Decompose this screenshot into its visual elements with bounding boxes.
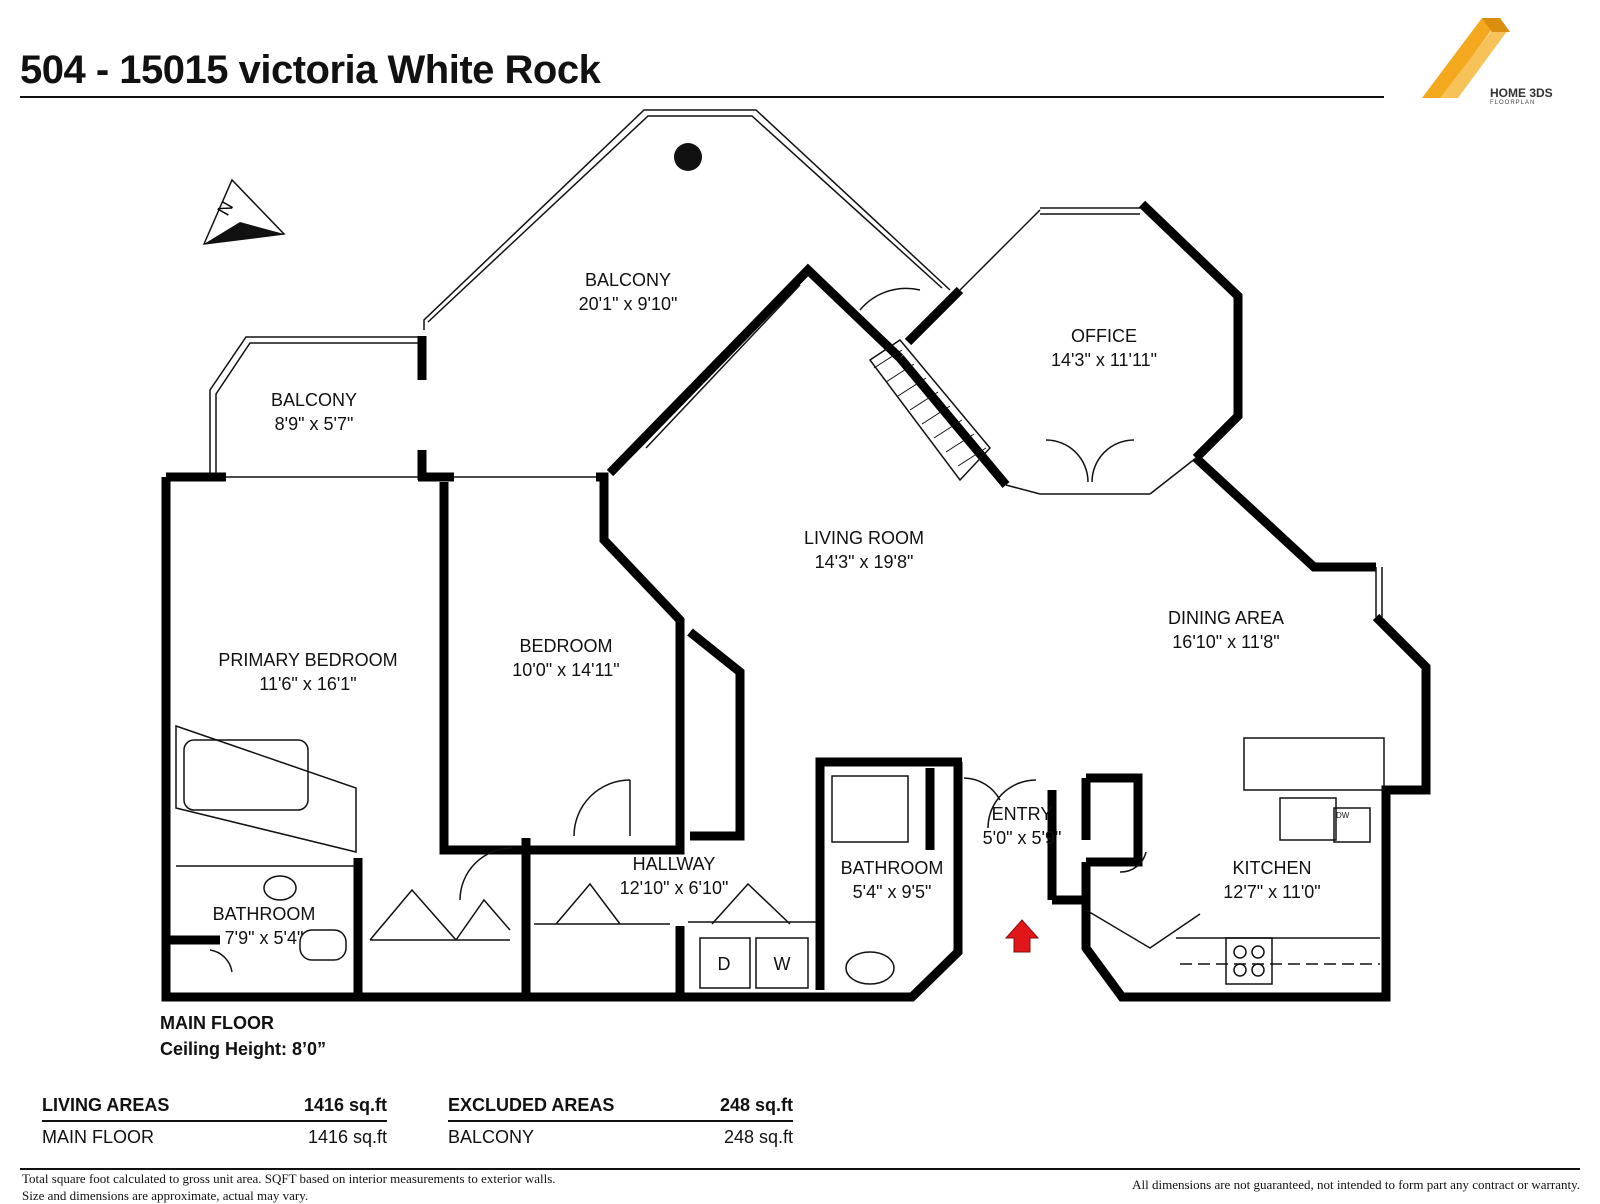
primary-bedroom-name: PRIMARY BEDROOM [218,650,397,670]
logo-subtext: FLOORPLAN [1490,100,1536,106]
footer-divider [20,1168,1580,1170]
walls [161,200,1431,1002]
office-name: OFFICE [1071,326,1137,346]
living-row-value: 1416 sq.ft [307,1126,387,1147]
bathroom-1-dims: 5'4" x 9'5" [853,882,932,902]
excluded-row-label: BALCONY [448,1126,535,1147]
excluded-areas-header: EXCLUDED AREAS [448,1094,615,1115]
logo-text: HOME 3DS [1490,86,1553,100]
floor-name: MAIN FLOOR [160,1013,274,1033]
door-swings [209,287,1147,973]
hallway-name: HALLWAY [633,854,716,874]
fixture-dot [674,143,702,171]
fireplace-hatch [873,349,987,467]
primary-bedroom-dims: 11'6" x 16'1" [259,674,356,694]
excluded-areas-header-row: EXCLUDED AREAS 248 sq.ft [448,1090,793,1122]
dishwasher-label: DW [1336,811,1350,820]
disclaimer-left-line2: Size and dimensions are approximate, act… [22,1188,309,1203]
office-dims: 14'3" x 11'11" [1051,350,1157,370]
living-areas-header-row: LIVING AREAS 1416 sq.ft [42,1090,387,1122]
bedroom-name: BEDROOM [519,636,612,656]
living-row-label: MAIN FLOOR [42,1126,155,1147]
fireplace [868,339,992,482]
hallway-dims: 12'10" x 6'10" [620,878,729,898]
entry-name: ENTRY [992,804,1053,824]
north-compass-icon: N [202,178,286,245]
balcony-outline [209,109,951,475]
home3ds-logo-icon [1422,18,1510,98]
disclaimer-right: All dimensions are not guaranteed, not i… [1132,1177,1580,1192]
bedroom-dims: 10'0" x 14'11" [512,660,619,680]
excluded-areas-row: BALCONY 248 sq.ft [448,1122,793,1152]
floor-info: MAIN FLOOR Ceiling Height: 8’0” [160,1010,326,1062]
living-room-dims: 14'3" x 19'8" [815,552,914,572]
excluded-areas-total: 248 sq.ft [719,1094,793,1115]
kitchen-name: KITCHEN [1232,858,1311,878]
fixtures [175,724,1385,989]
living-areas-total: 1416 sq.ft [303,1094,387,1115]
balcony-small-name: BALCONY [271,390,357,410]
room-labels: BALCONY 20'1" x 9'10" BALCONY 8'9" x 5'7… [213,270,1350,974]
ceiling-height: Ceiling Height: 8’0” [160,1039,327,1059]
dining-area-name: DINING AREA [1168,608,1284,628]
balcony-small-dims: 8'9" x 5'7" [275,414,354,434]
living-areas-header: LIVING AREAS [42,1094,170,1115]
bathroom-2-dims: 7'9" x 5'4" [225,928,304,948]
washer-label: W [774,954,791,974]
title-divider [20,96,1384,98]
entry-dims: 5'0" x 5'9" [983,828,1062,848]
living-areas-table: LIVING AREAS 1416 sq.ft MAIN FLOOR 1416 … [42,1090,387,1152]
bathroom-1-name: BATHROOM [841,858,944,878]
balcony-main-dims: 20'1" x 9'10" [579,294,678,314]
disclaimer-left: Total square foot calculated to gross un… [22,1170,556,1204]
living-areas-row: MAIN FLOOR 1416 sq.ft [42,1122,387,1152]
excluded-areas-table: EXCLUDED AREAS 248 sq.ft BALCONY 248 sq.… [448,1090,793,1152]
dining-area-dims: 16'10" x 11'8" [1172,632,1279,652]
entry-arrow-icon [1004,919,1040,953]
dryer-label: D [718,954,731,974]
page-title: 504 - 15015 victoria White Rock [20,48,601,92]
disclaimer-left-line1: Total square foot calculated to gross un… [22,1171,556,1186]
balcony-main-name: BALCONY [585,270,671,290]
living-room-name: LIVING ROOM [804,528,924,548]
excluded-row-value: 248 sq.ft [723,1126,793,1147]
kitchen-dims: 12'7" x 11'0" [1223,882,1320,902]
office-windows [226,207,1383,617]
bathroom-2-name: BATHROOM [213,904,316,924]
